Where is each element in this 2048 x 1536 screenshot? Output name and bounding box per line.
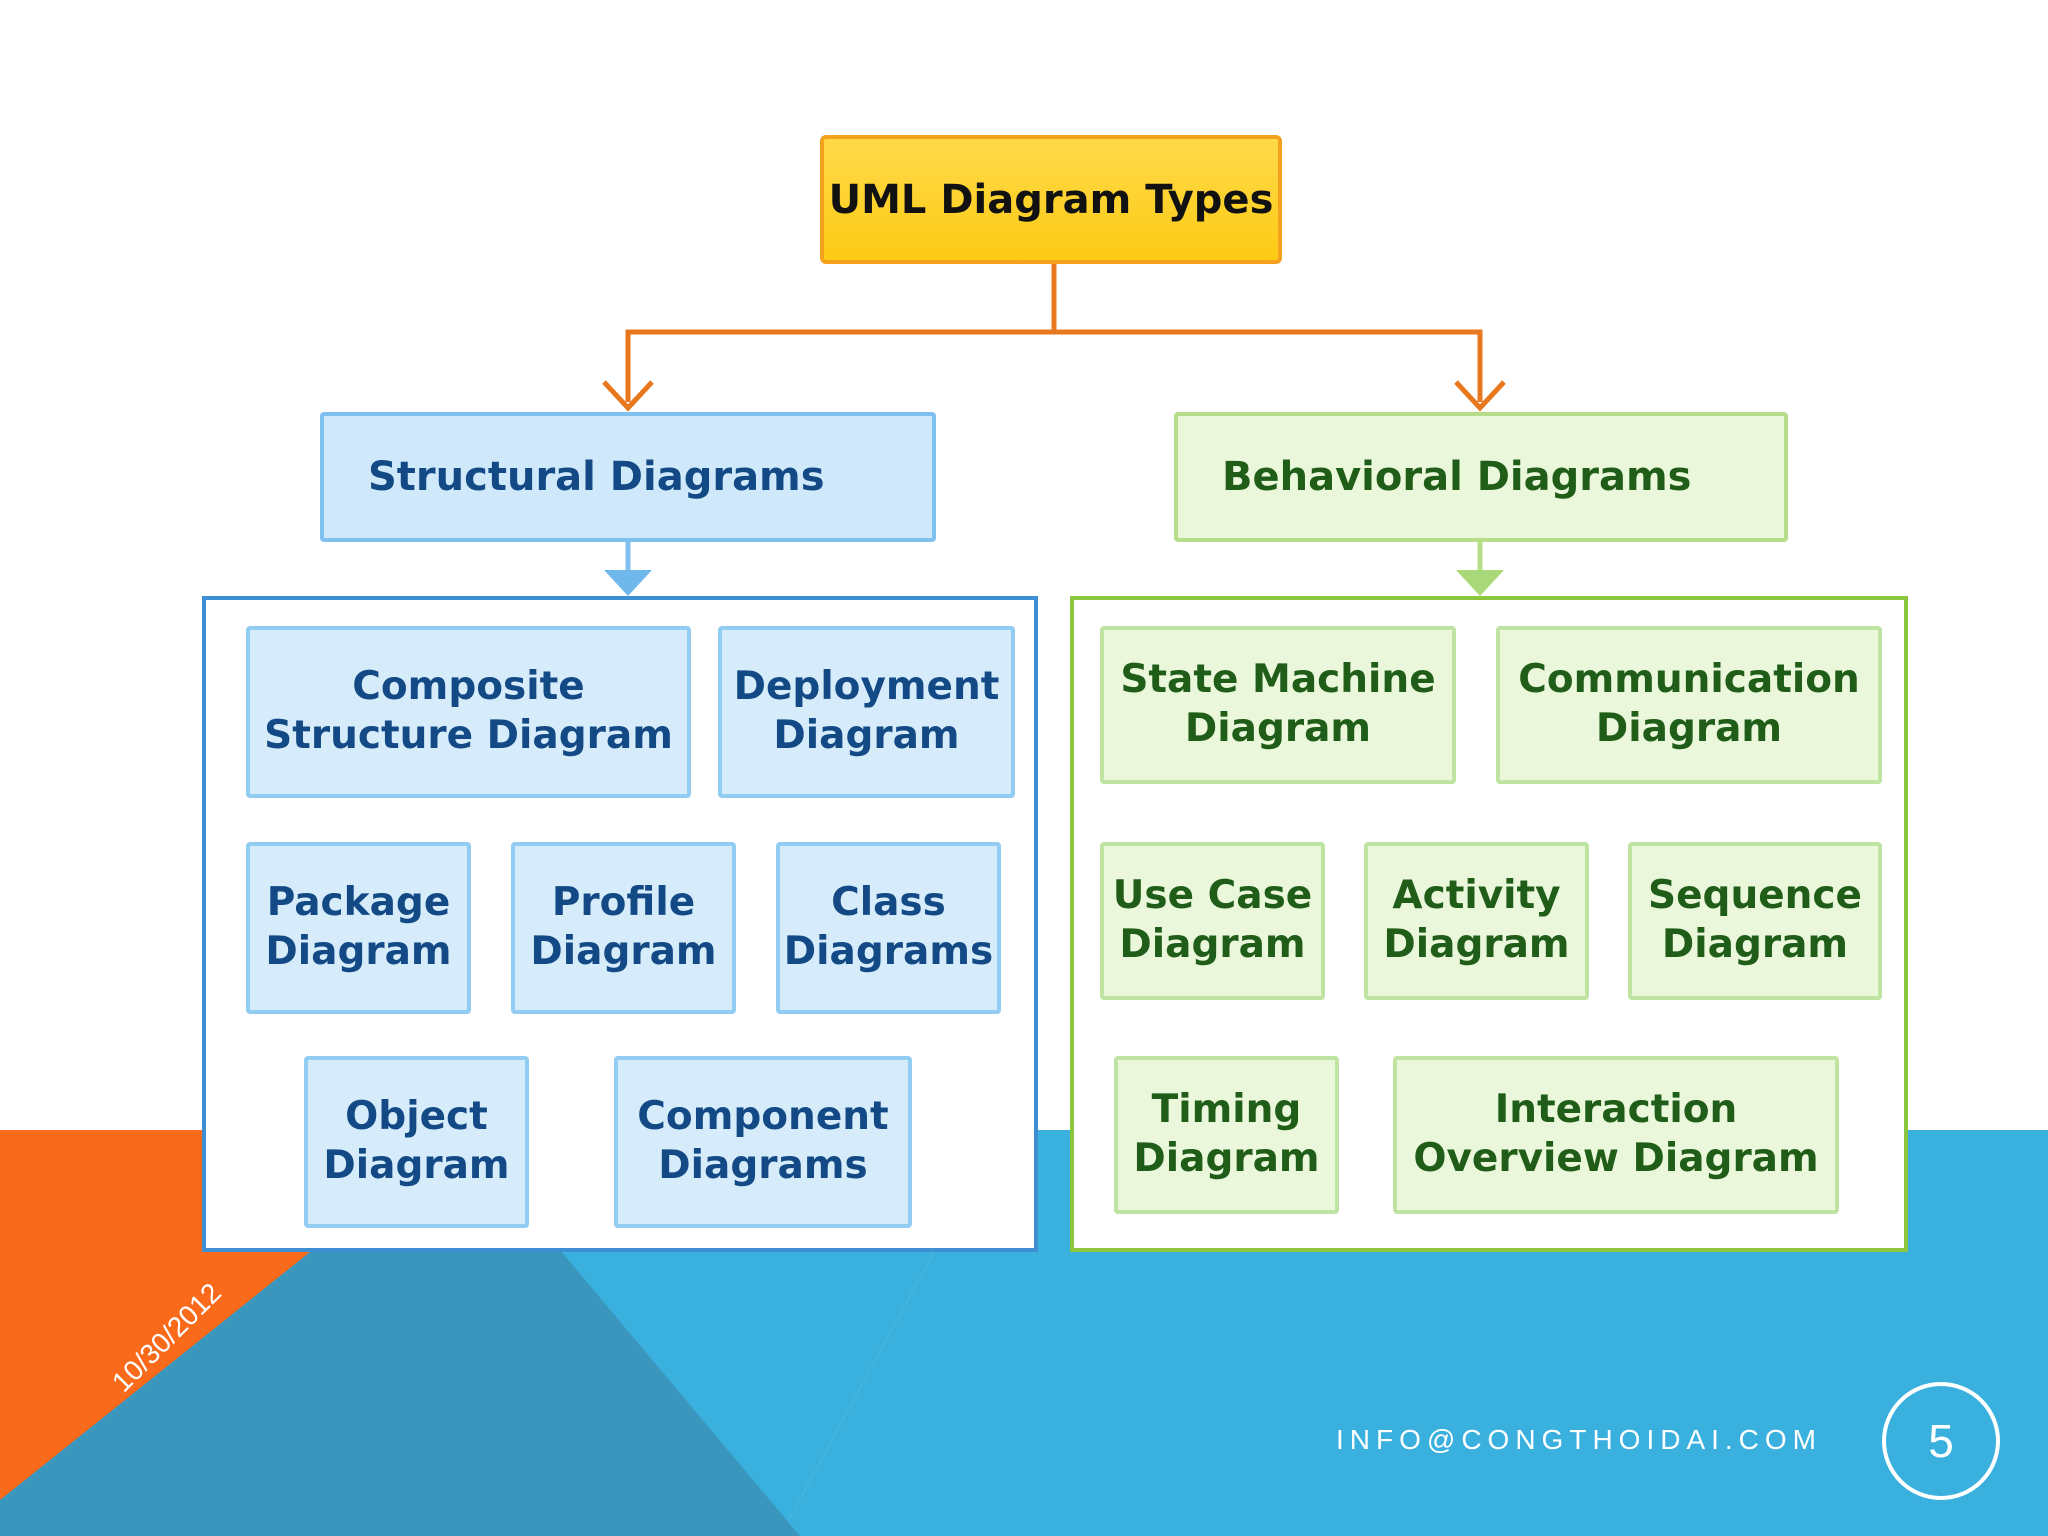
- page-number: 5: [1882, 1382, 2000, 1500]
- arrowhead-structural: [602, 380, 654, 412]
- activity-diagram-node: Activity Diagram: [1364, 842, 1589, 1000]
- interaction-overview-diagram-node: Interaction Overview Diagram: [1393, 1056, 1839, 1214]
- state-machine-diagram-node: State Machine Diagram: [1100, 626, 1456, 784]
- deployment-diagram-node: Deployment Diagram: [718, 626, 1015, 798]
- uml-diagram-types-node: UML Diagram Types: [820, 135, 1282, 264]
- package-diagram-node: Package Diagram: [246, 842, 471, 1014]
- sequence-diagram-node: Sequence Diagram: [1628, 842, 1882, 1000]
- component-diagrams-node: Component Diagrams: [614, 1056, 912, 1228]
- structural-diagrams-node: Structural Diagrams: [320, 412, 936, 542]
- profile-diagram-node: Profile Diagram: [511, 842, 736, 1014]
- connector-root-to-structural: [625, 264, 1057, 402]
- arrowhead-structural-panel: [604, 570, 652, 596]
- use-case-diagram-node: Use Case Diagram: [1100, 842, 1325, 1000]
- communication-diagram-node: Communication Diagram: [1496, 626, 1882, 784]
- arrowhead-behavioral: [1454, 380, 1506, 412]
- arrowhead-behavioral-panel: [1456, 570, 1504, 596]
- class-diagrams-node: Class Diagrams: [776, 842, 1001, 1014]
- connector-root-to-behavioral: [1054, 329, 1483, 402]
- background-orange-corner: [0, 1130, 310, 1500]
- object-diagram-node: Object Diagram: [304, 1056, 529, 1228]
- composite-structure-diagram-node: Composite Structure Diagram: [246, 626, 691, 798]
- timing-diagram-node: Timing Diagram: [1114, 1056, 1339, 1214]
- behavioral-diagrams-node: Behavioral Diagrams: [1174, 412, 1788, 542]
- footer-email: INFO@CONGTHOIDAI.COM: [1336, 1424, 1822, 1455]
